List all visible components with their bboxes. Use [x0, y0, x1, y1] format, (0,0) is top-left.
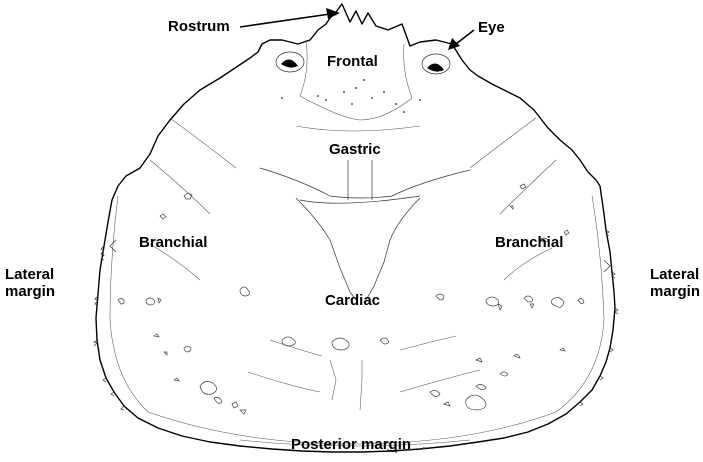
gastric-label: Gastric	[329, 141, 381, 158]
carapace-outline	[96, 4, 615, 452]
eye-label: Eye	[478, 19, 505, 36]
lateral-margin-right-line2: margin	[650, 283, 700, 300]
lateral-margin-left-label: Lateral margin	[5, 266, 55, 300]
rostrum-label: Rostrum	[168, 18, 230, 35]
lateral-margin-left-line2: margin	[5, 283, 55, 300]
branchial-left-label: Branchial	[139, 234, 207, 251]
lateral-margin-right-line1: Lateral	[650, 266, 700, 283]
lateral-margin-left-line1: Lateral	[5, 266, 55, 283]
eye-arrow	[448, 30, 474, 50]
frontal-label: Frontal	[327, 53, 378, 70]
posterior-margin-label: Posterior margin	[291, 436, 411, 453]
lateral-margin-right-label: Lateral margin	[650, 266, 700, 300]
branchial-right-label: Branchial	[495, 234, 563, 251]
cardiac-label: Cardiac	[325, 292, 380, 309]
